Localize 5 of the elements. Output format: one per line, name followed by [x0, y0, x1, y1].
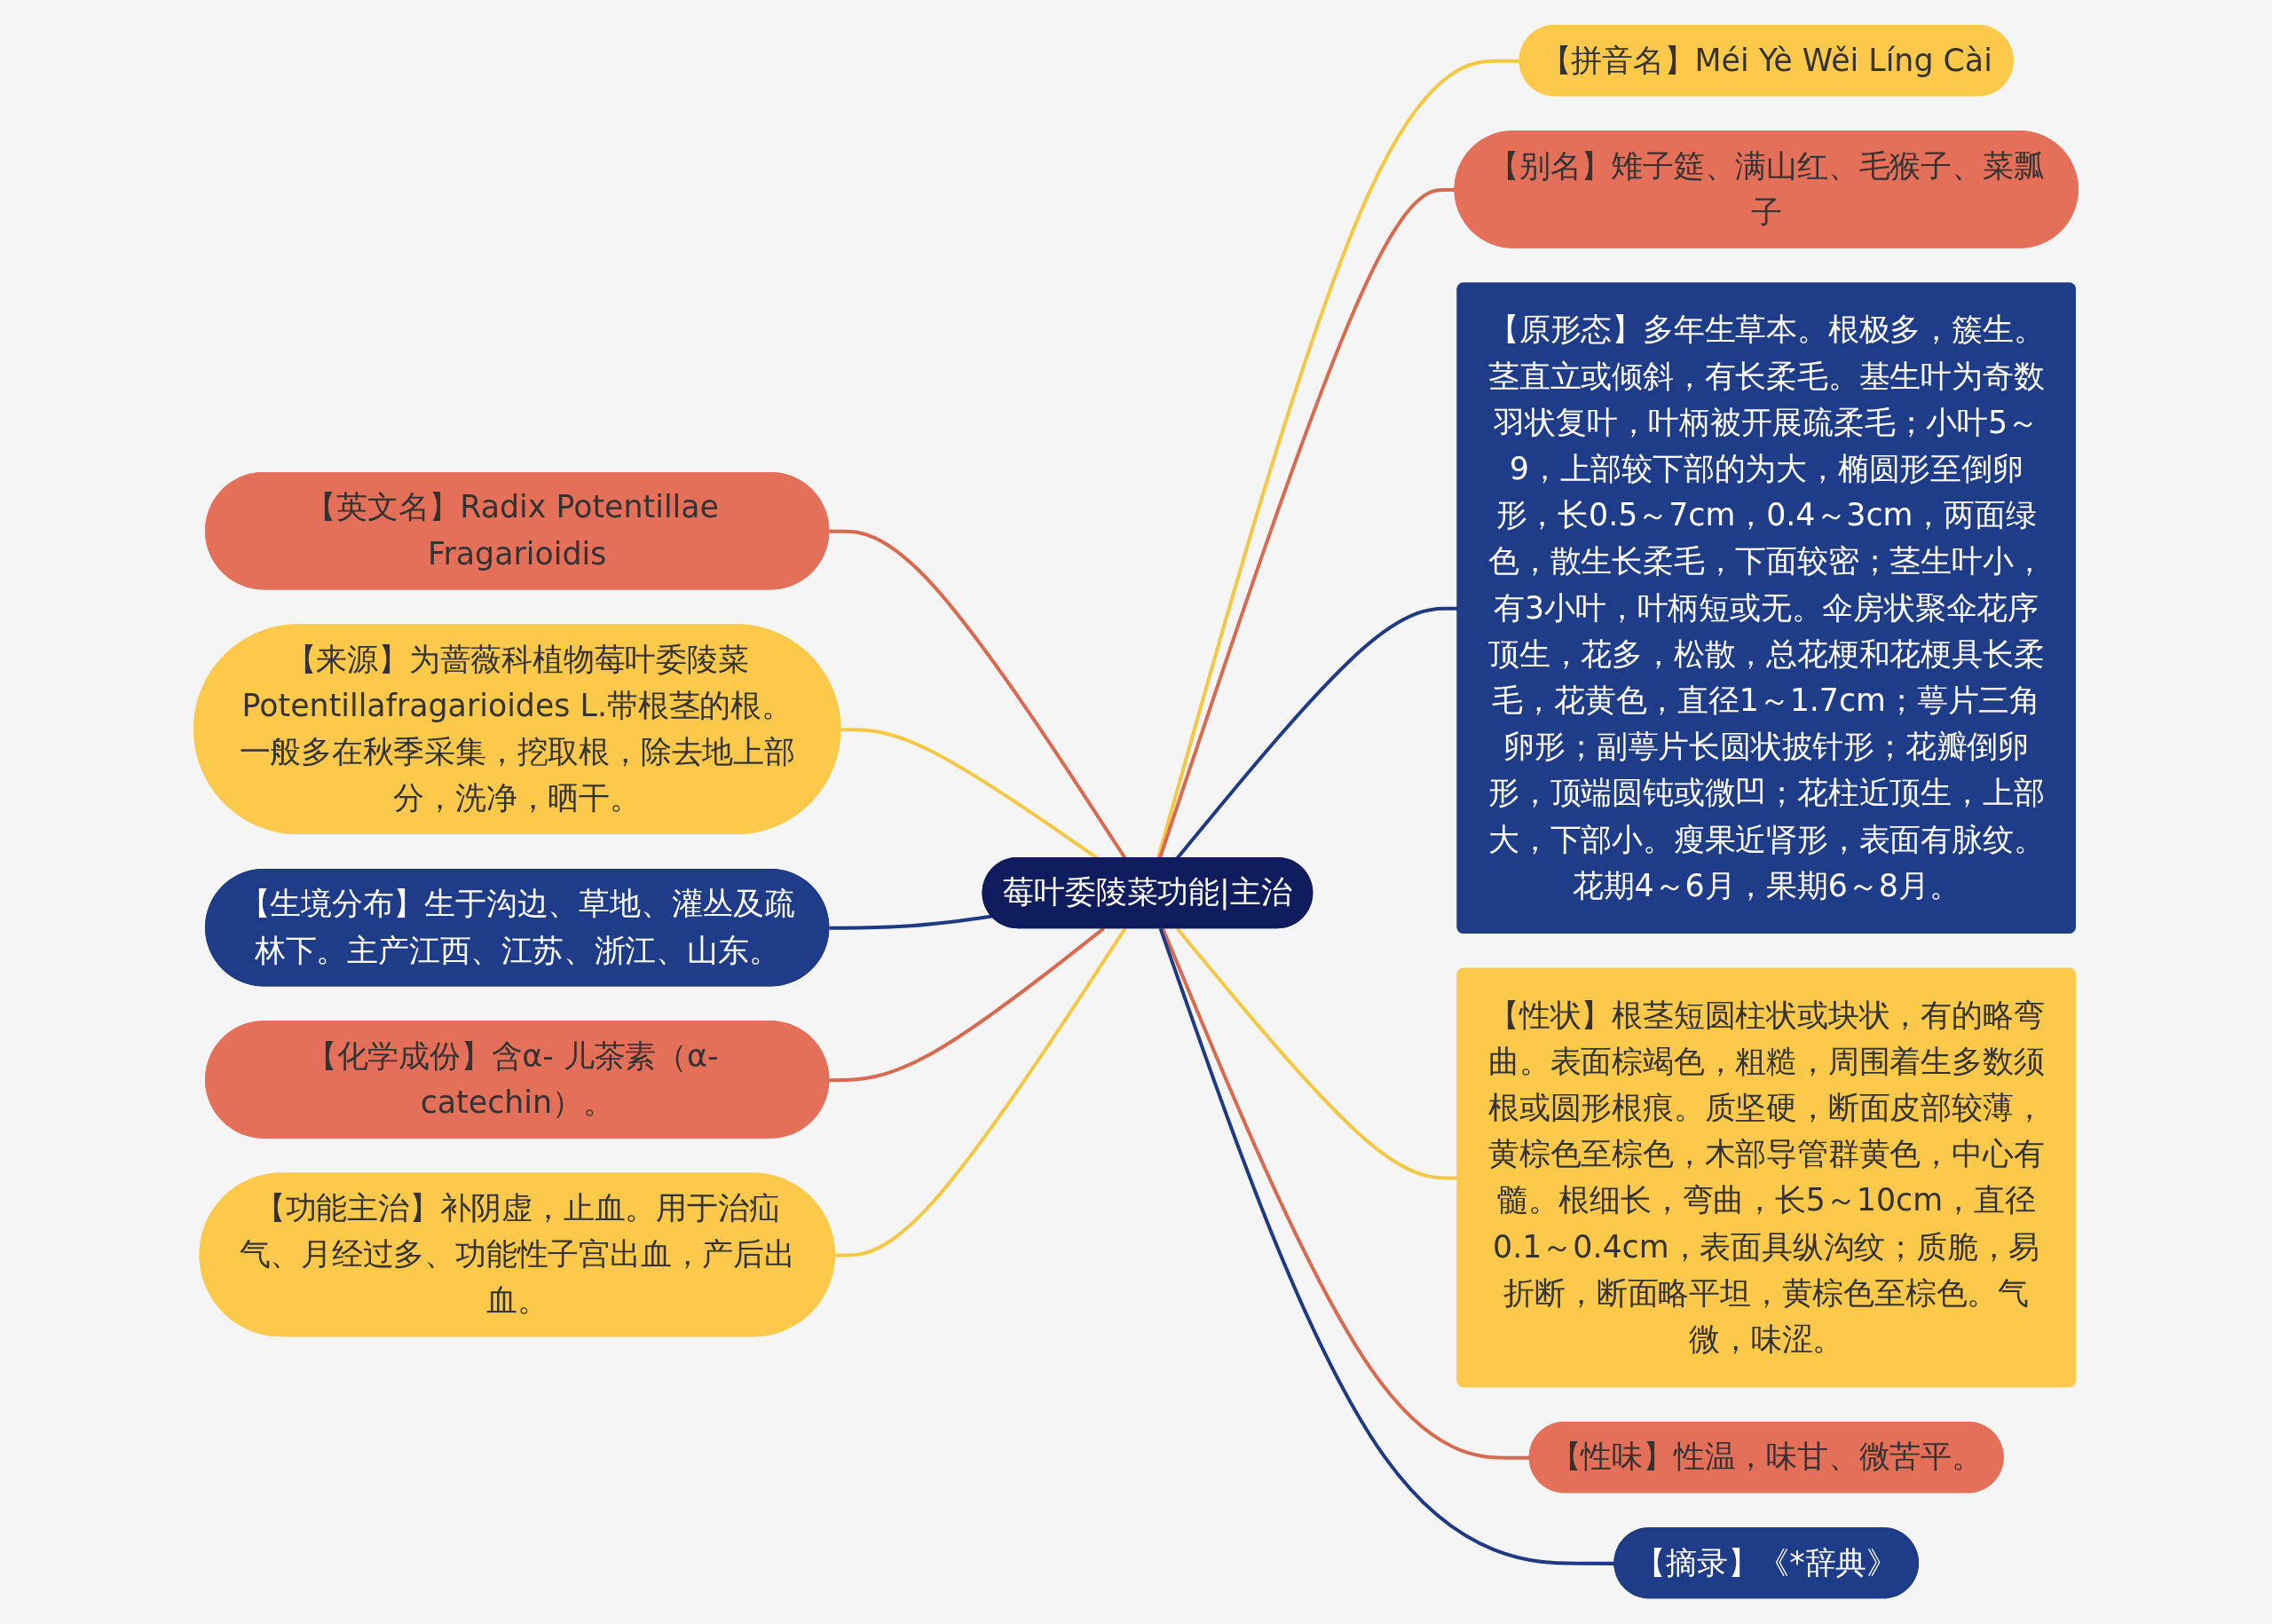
connector: [1175, 927, 1458, 1180]
connector: [829, 926, 1106, 1083]
connector: [1158, 927, 1615, 1566]
connector: [834, 927, 1127, 1257]
connector: [829, 914, 992, 931]
